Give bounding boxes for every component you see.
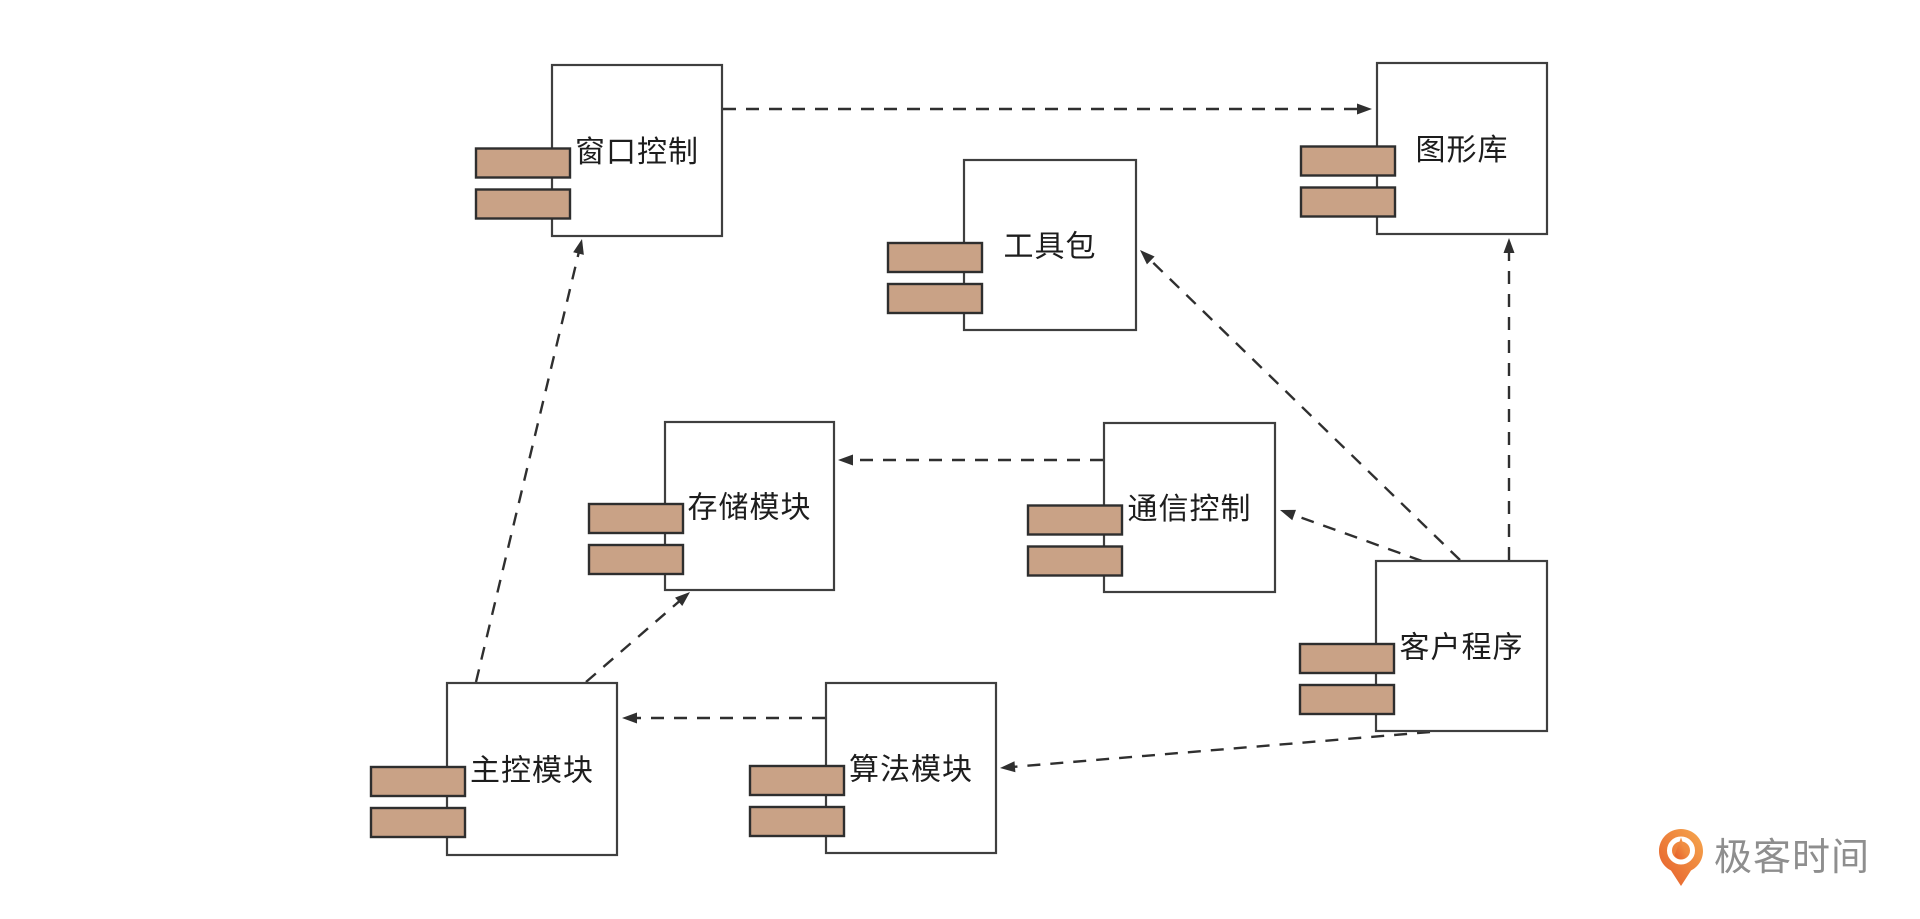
dependency-lines-layer xyxy=(474,107,1511,769)
component-storage-module: 存储模块 xyxy=(587,420,836,592)
component-comm-control: 通信控制 xyxy=(1026,421,1277,594)
component-graphics-library: 图形库 xyxy=(1299,61,1549,236)
component-box-comm-control xyxy=(1102,421,1277,594)
pin-needle xyxy=(1674,837,1688,860)
component-tab-top-storage-module xyxy=(587,502,685,535)
component-tab-bottom-window-control xyxy=(474,188,572,220)
component-window-control: 窗口控制 xyxy=(474,63,724,238)
arrowheads-layer xyxy=(573,103,1515,773)
component-box-graphics-library xyxy=(1375,61,1549,236)
component-label-toolkit: 工具包 xyxy=(1004,231,1097,264)
dependency-line-main-module-to-storage-module xyxy=(585,597,684,683)
component-tab-top-graphics-library xyxy=(1299,145,1397,177)
dependency-line-client-program-to-toolkit xyxy=(1146,256,1461,561)
component-tab-bottom-client-program xyxy=(1298,683,1396,716)
component-label-client-program: 客户程序 xyxy=(1400,632,1524,665)
component-tab-top-algorithm-module xyxy=(748,764,846,797)
component-tab-top-main-module xyxy=(369,765,467,798)
dependency-line-client-program-to-algorithm-module xyxy=(1009,730,1431,769)
dependency-arrowhead-client-program-to-algorithm-module xyxy=(1000,761,1016,773)
component-tab-bottom-main-module xyxy=(369,806,467,839)
component-box-storage-module xyxy=(663,420,836,592)
component-label-window-control: 窗口控制 xyxy=(575,136,699,169)
geektime-logo: 极客时间 xyxy=(1658,827,1870,889)
dependency-arrowhead-comm-control-to-storage-module xyxy=(838,454,853,466)
component-tab-bottom-toolkit xyxy=(886,282,984,315)
dependency-arrowhead-main-module-to-storage-module xyxy=(675,592,690,606)
dependency-line-main-module-to-window-control xyxy=(474,248,581,683)
component-tab-bottom-algorithm-module xyxy=(748,805,846,838)
dependency-arrowhead-client-program-to-graphics-library xyxy=(1503,238,1515,253)
component-label-main-module: 主控模块 xyxy=(470,755,594,788)
component-tab-bottom-graphics-library xyxy=(1299,186,1397,218)
component-box-main-module xyxy=(445,681,619,857)
geektime-logo-text: 极客时间 xyxy=(1714,837,1871,879)
component-tab-bottom-storage-module xyxy=(587,543,685,576)
component-box-window-control xyxy=(550,63,724,238)
component-main-module: 主控模块 xyxy=(369,681,619,857)
component-client-program: 客户程序 xyxy=(1298,559,1549,733)
component-label-storage-module: 存储模块 xyxy=(688,492,812,525)
dependency-arrowhead-client-program-to-comm-control xyxy=(1280,509,1296,521)
component-tab-bottom-comm-control xyxy=(1026,545,1124,577)
dependency-arrowhead-algorithm-module-to-main-module xyxy=(622,712,637,724)
component-tab-top-client-program xyxy=(1298,642,1396,675)
component-label-algorithm-module: 算法模块 xyxy=(849,754,973,787)
component-algorithm-module: 算法模块 xyxy=(748,681,998,855)
dependency-arrowhead-window-control-to-graphics-library xyxy=(1357,103,1372,115)
component-box-algorithm-module xyxy=(824,681,998,855)
dependency-line-client-program-to-comm-control xyxy=(1289,512,1423,563)
component-label-graphics-library: 图形库 xyxy=(1416,134,1509,167)
component-label-comm-control: 通信控制 xyxy=(1128,493,1252,526)
component-tab-top-toolkit xyxy=(886,241,984,274)
component-tab-top-window-control xyxy=(474,147,572,179)
dependency-arrowhead-client-program-to-toolkit xyxy=(1140,250,1155,265)
component-toolkit: 工具包 xyxy=(886,158,1138,332)
geektime-pin-icon xyxy=(1659,829,1703,886)
component-tab-top-comm-control xyxy=(1026,504,1124,536)
component-box-client-program xyxy=(1374,559,1549,733)
dependency-arrowhead-main-module-to-window-control xyxy=(573,239,584,255)
